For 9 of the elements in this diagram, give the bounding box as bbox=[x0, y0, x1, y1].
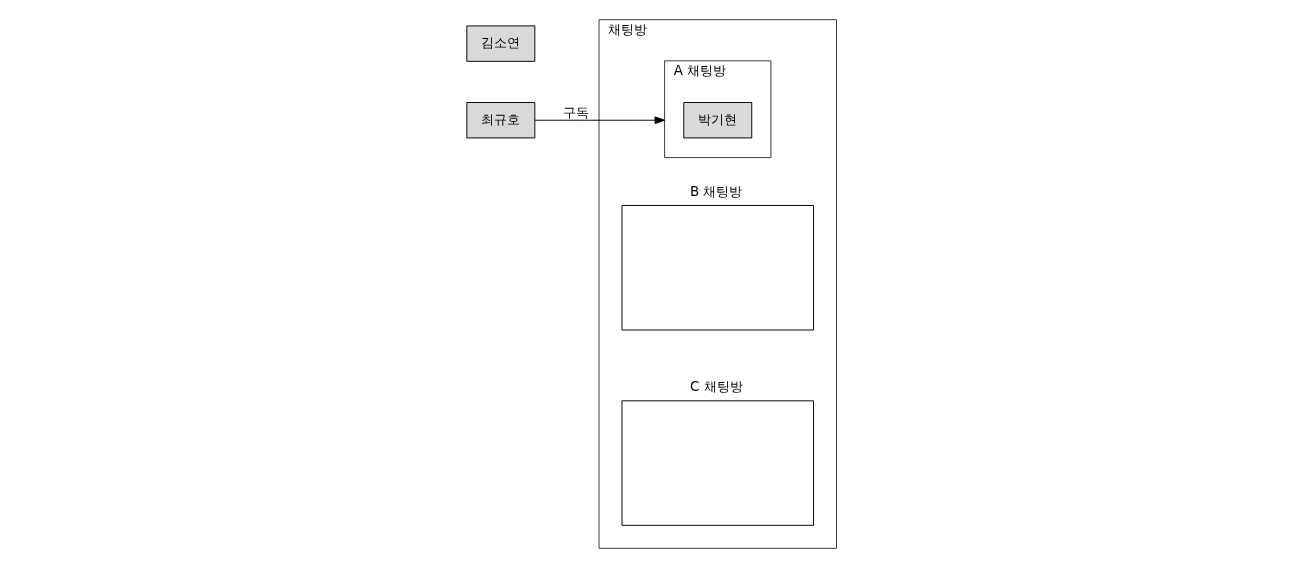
node-box: 최규호 bbox=[465, 102, 535, 139]
node-box: 김소연 bbox=[465, 25, 535, 62]
node-box bbox=[621, 205, 814, 331]
node-label: B 채팅방 bbox=[689, 184, 742, 200]
node-box: 박기현 bbox=[682, 102, 752, 139]
node-label: C 채팅방 bbox=[689, 379, 743, 395]
node-box bbox=[621, 400, 814, 526]
edge-label: 구독 bbox=[562, 104, 589, 120]
arrow bbox=[533, 116, 665, 125]
